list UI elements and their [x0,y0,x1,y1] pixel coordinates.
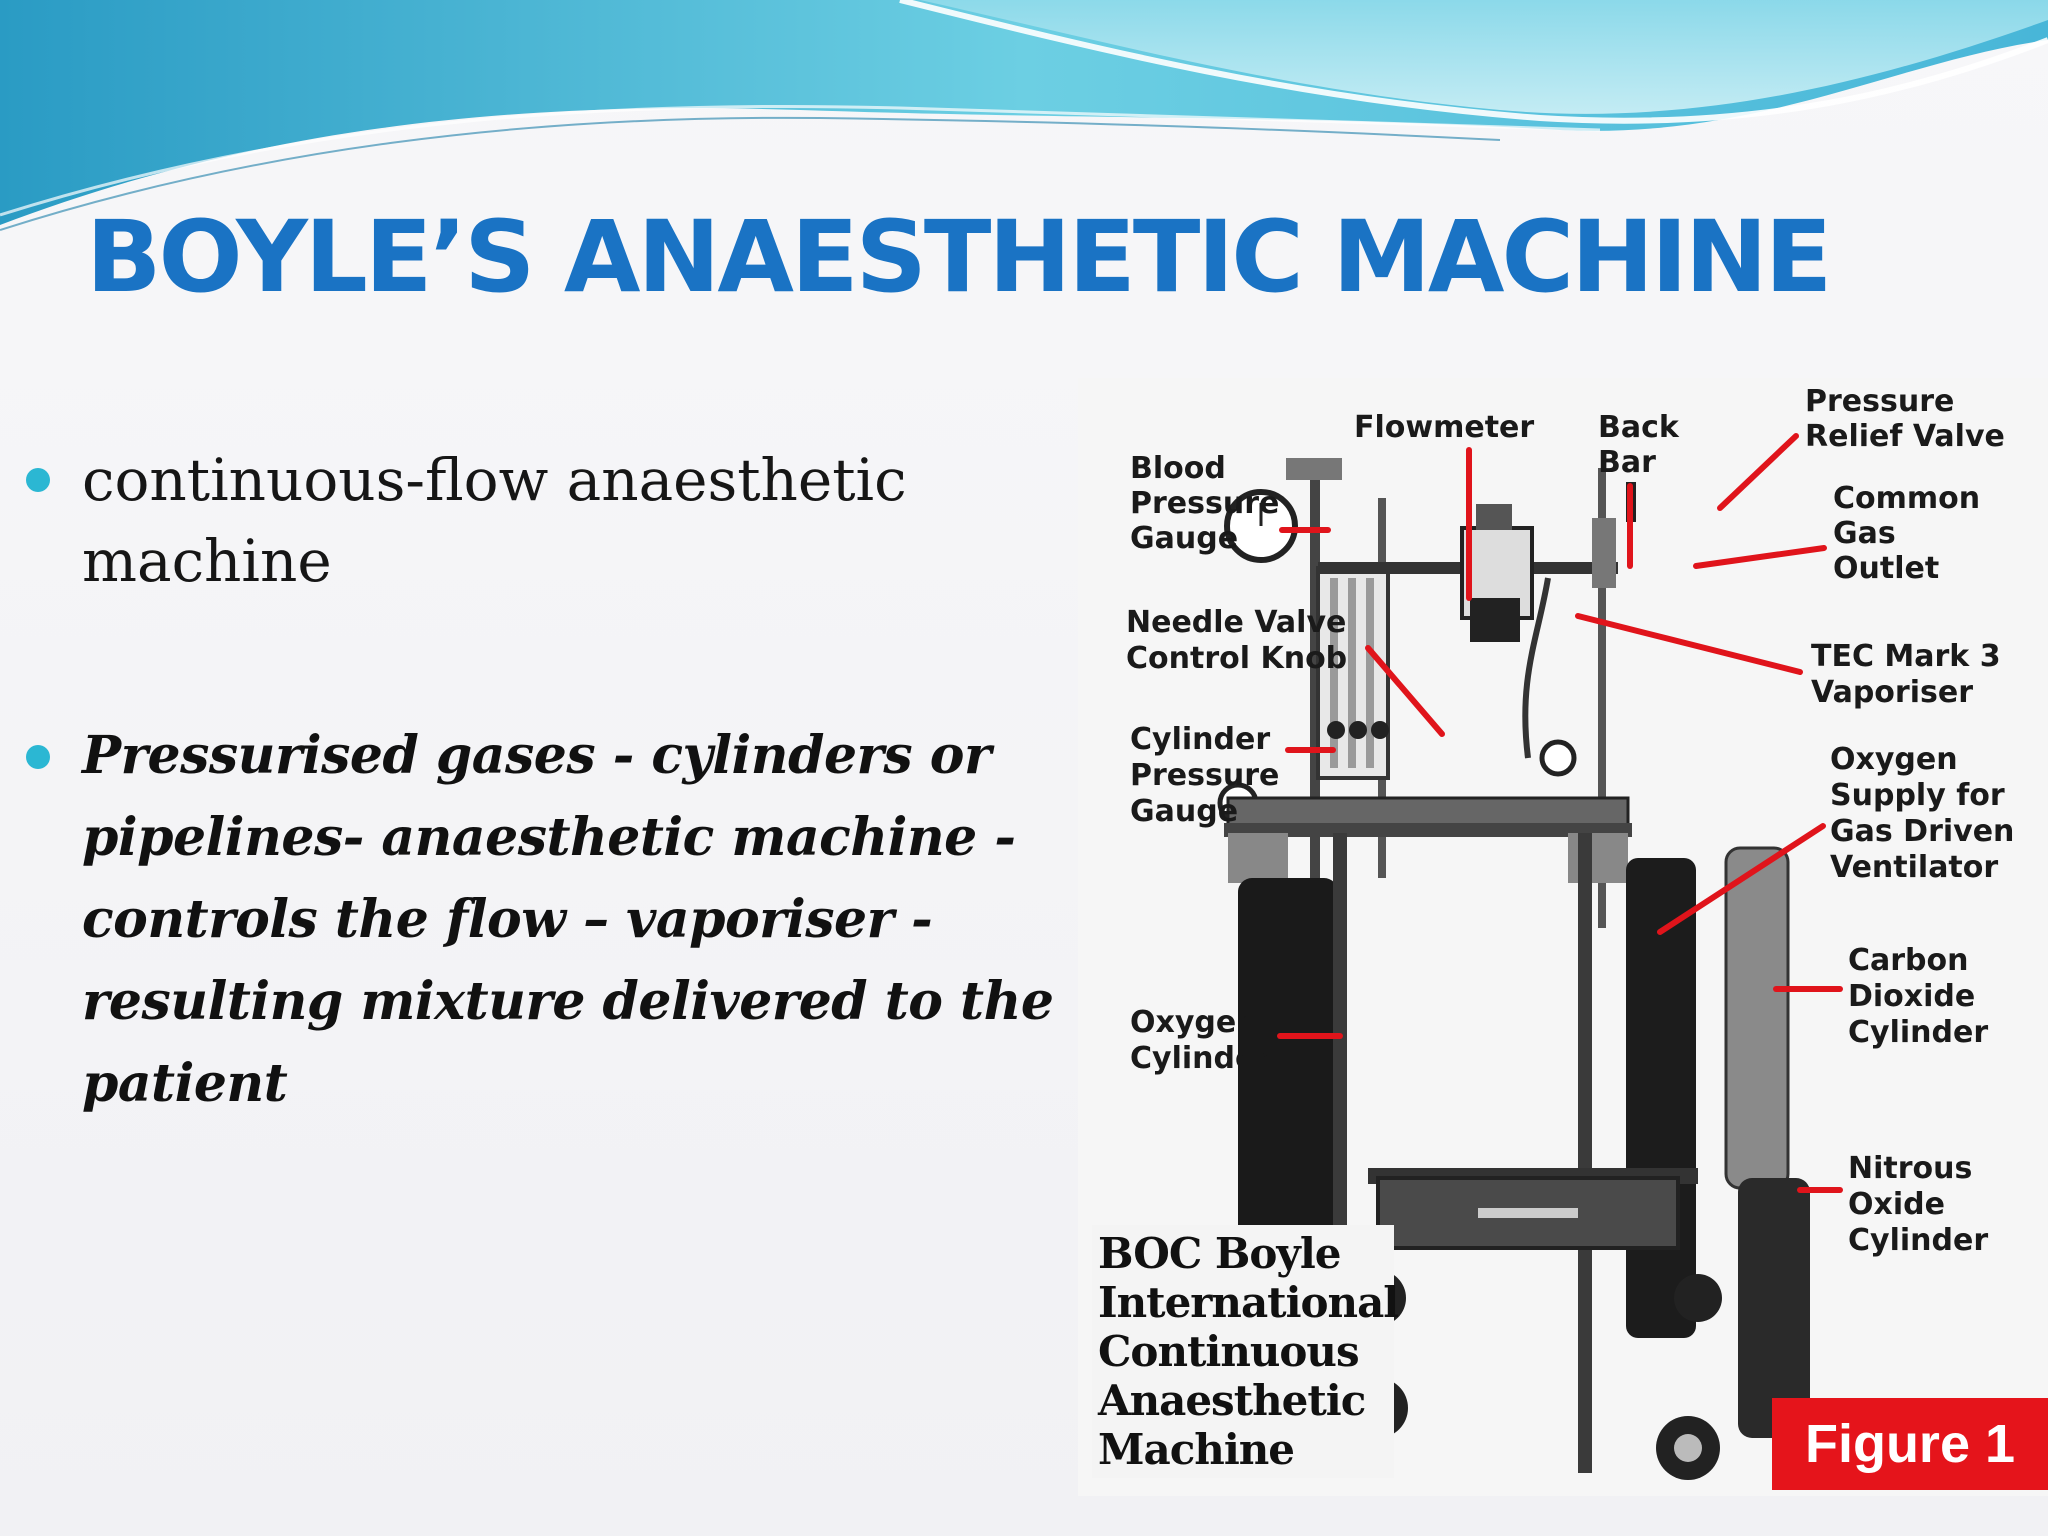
caption-line: BOC Boyle [1098,1229,1342,1278]
label-oxygen-cylinder: Oxygen Cylinder [1130,1005,1270,1076]
label-back-bar: Back Bar [1598,410,1689,480]
label-tec-mark-3-vaporiser: TEC Mark 3 Vaporiser [1811,639,2011,710]
caption-line: Continuous [1098,1327,1360,1376]
bullet-text: Pressurised gases - cylinders or pipelin… [82,725,1054,1114]
leader-line-tec-vaporiser [1575,613,1803,675]
bullet-text: continuous-flow anaesthetic machine [82,446,907,595]
leader-line-needle-valve [1365,645,1445,737]
caption-line: Anaesthetic [1098,1376,1366,1425]
label-cylinder-pressure-gauge: Cylinder Pressure Gauge [1130,722,1290,829]
bullet-dot-icon [26,468,50,492]
label-blood-pressure-gauge: Blood Pressure Gauge [1130,451,1290,556]
label-oxygen-supply-ventilator: Oxygen Supply for Gas Driven Ventilator [1830,742,2025,885]
header-wave-decoration [0,0,2048,231]
caption-line: International [1098,1278,1399,1327]
bullet-dot-icon [26,745,50,769]
slide-title: BOYLE’S ANAESTHETIC MACHINE [86,200,1832,315]
figure-caption: BOC Boyle International Continuous Anaes… [1092,1225,1399,1478]
label-carbon-dioxide-cylinder: Carbon Dioxide Cylinder [1848,943,1988,1050]
label-pressure-relief-valve: Pressure Relief Valve [1805,384,2005,454]
bullet-list: continuous-flow anaesthetic machine Pres… [20,440,1080,1125]
label-common-gas-outlet: Common Gas Outlet [1833,481,1991,586]
label-nitrous-oxide-cylinder: Nitrous Oxide Cylinder [1848,1151,1988,1258]
leader-line-pressure-relief-valve [1717,433,1799,511]
leader-line-common-gas-outlet [1693,545,1827,569]
bullet-item: continuous-flow anaesthetic machine [20,440,1080,602]
bullet-item: Pressurised gases - cylinders or pipelin… [20,715,1080,1125]
label-needle-valve-control-knob: Needle Valve Control Knob [1126,605,1357,676]
leader-line-oxygen-supply [1657,823,1826,935]
leader-lines [1277,433,1843,1193]
label-flowmeter: Flowmeter [1354,410,1534,445]
caption-line: Machine [1098,1425,1295,1474]
figure-badge: Figure 1 [1772,1398,2048,1490]
